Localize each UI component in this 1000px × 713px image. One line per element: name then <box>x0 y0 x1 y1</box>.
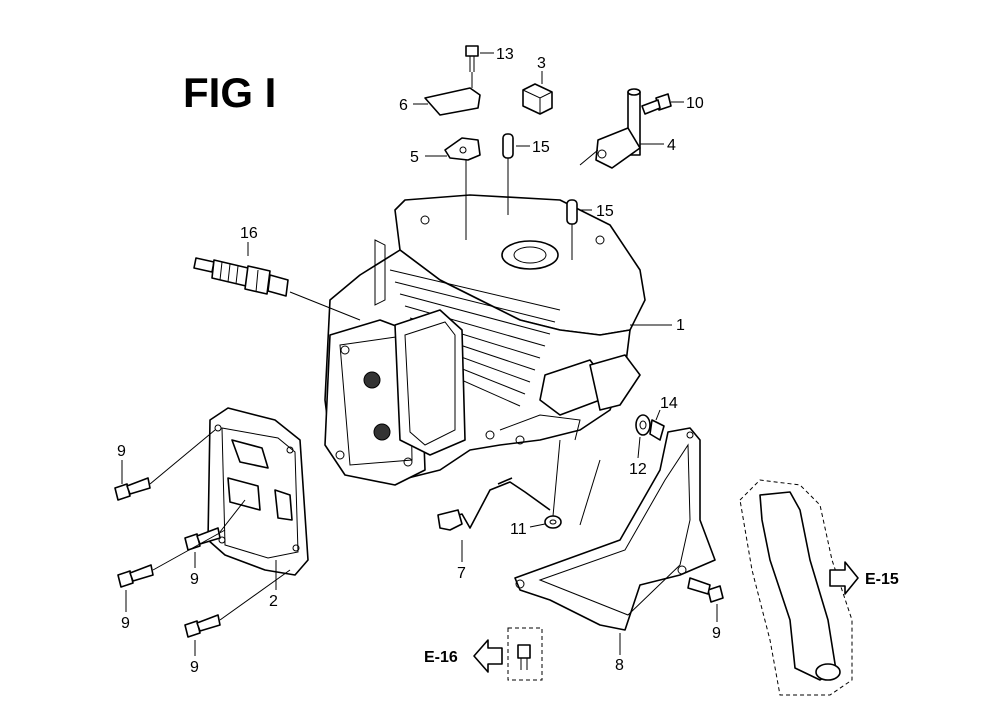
callout-4: 4 <box>667 137 676 154</box>
callout-11: 11 <box>510 521 527 538</box>
callout-8: 8 <box>615 657 624 674</box>
callout-9-d: 9 <box>190 659 199 676</box>
dowel-pin-15-b <box>566 199 578 225</box>
washer-11 <box>544 515 562 529</box>
clip-5 <box>444 137 481 161</box>
callout-5: 5 <box>410 149 419 166</box>
callout-7: 7 <box>457 565 466 582</box>
dowel-pin-15-a <box>502 133 514 159</box>
bolt-9-d <box>184 614 221 638</box>
bracket-8 <box>514 427 716 631</box>
callout-9-e: 9 <box>712 625 721 642</box>
callout-6: 6 <box>399 97 408 114</box>
nut-12 <box>635 414 651 436</box>
callout-2: 2 <box>269 593 278 610</box>
reference-box-e15 <box>739 479 853 696</box>
cylinder-block <box>324 194 646 486</box>
part-3 <box>522 83 553 115</box>
bolt-9-c <box>117 564 154 588</box>
callout-1: 1 <box>676 317 685 334</box>
spark-plug <box>193 257 289 297</box>
callout-9-a: 9 <box>117 443 126 460</box>
washer-14 <box>649 419 665 441</box>
callout-9-c: 9 <box>121 615 130 632</box>
reference-box-e16 <box>507 627 543 681</box>
callout-16: 16 <box>240 225 258 242</box>
callout-10: 10 <box>686 95 704 112</box>
arrow-e16[interactable]: E-16 <box>424 639 503 673</box>
bolt-9-a <box>114 477 151 501</box>
head-cover <box>207 407 309 576</box>
screw-13 <box>465 45 479 72</box>
callout-3: 3 <box>537 55 546 72</box>
callout-15-b: 15 <box>596 203 614 220</box>
link-rod-7 <box>437 477 551 531</box>
callout-14: 14 <box>660 395 678 412</box>
bolt-10 <box>641 93 672 115</box>
reference-e16[interactable]: E-16 <box>424 649 458 666</box>
reference-e15[interactable]: E-15 <box>865 571 899 588</box>
part-4-bracket <box>595 88 641 169</box>
callout-15-a: 15 <box>532 139 550 156</box>
arrow-e15[interactable]: E-15 <box>829 561 899 595</box>
bolt-9-e <box>687 577 724 603</box>
plate-6 <box>424 87 481 116</box>
callout-9-b: 9 <box>190 571 199 588</box>
callout-13: 13 <box>496 46 514 63</box>
figure-title: FIG I <box>183 69 276 116</box>
callout-12: 12 <box>629 461 647 478</box>
